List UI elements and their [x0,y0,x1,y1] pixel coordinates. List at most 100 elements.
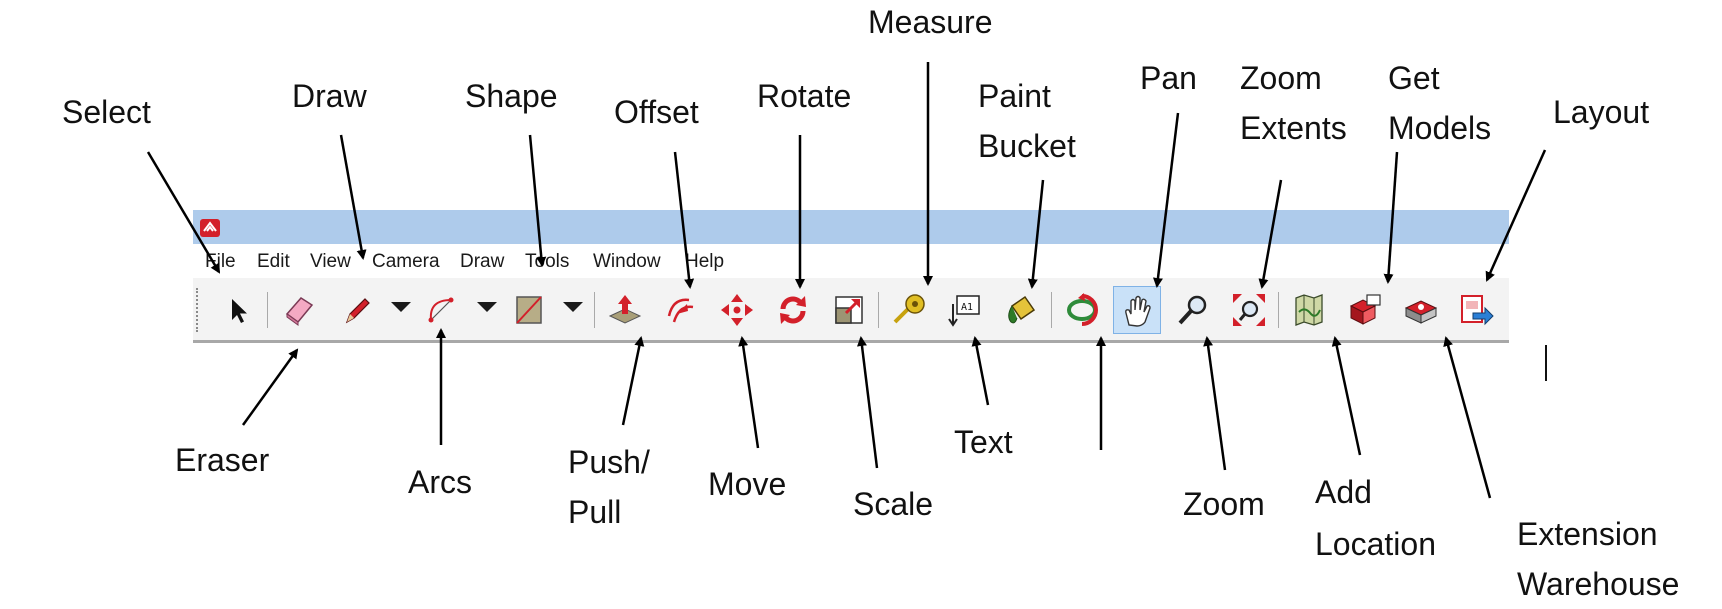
extension-warehouse-tool-button[interactable] [1397,286,1445,334]
arrow-select [146,151,221,274]
menu-window[interactable]: Window [593,251,661,272]
arrow-pan [1153,112,1180,288]
text-cursor [1545,345,1547,381]
scale-icon [835,296,863,324]
tape-measure-tool-button[interactable] [885,286,933,334]
eraser-tool-button[interactable] [275,286,323,334]
toolbar-separator [1278,292,1279,328]
menu-bar: File Edit View Camera Draw Tools Window … [193,244,1509,278]
arrow-paint-bucket [1027,179,1045,289]
layout-tool-button[interactable] [1453,286,1501,334]
move-icon [721,294,753,326]
orbit-tool-button[interactable] [1058,286,1106,334]
arrow-text [971,336,990,406]
toolbar-separator [594,292,595,328]
draw-line-tool-button[interactable] [333,286,381,334]
select-tool-button[interactable] [213,286,261,334]
zoom-tool-button[interactable] [1169,286,1217,334]
callout-paint-bucket-line1: Paint [978,78,1051,114]
callout-extension-warehouse-line2: Warehouse [1517,566,1680,602]
callout-draw: Draw [292,78,367,114]
eraser-icon [285,297,314,326]
menu-camera[interactable]: Camera [372,251,440,272]
menu-tools[interactable]: Tools [525,251,570,272]
callout-shape: Shape [465,78,558,114]
callout-scale: Scale [853,486,934,522]
push-pull-icon [608,295,642,324]
orbit-icon [1067,293,1098,326]
arrow-draw [339,134,367,260]
callout-rotate: Rotate [757,78,852,114]
layout-icon [1461,295,1494,326]
pan-tool-button[interactable] [1113,286,1161,334]
add-location-icon [1295,294,1323,326]
arc-tool-button[interactable] [419,286,467,334]
offset-tool-button[interactable] [657,286,705,334]
pan-hand-icon [1125,295,1151,327]
callout-get-models-line1: Get [1388,60,1440,96]
arrow-scale [857,336,879,469]
arrow-get-models [1383,151,1399,284]
pencil-icon [345,298,370,324]
toolbar-separator [878,292,879,328]
select-arrow-icon [232,299,247,323]
rotate-icon [780,296,806,324]
arrow-eraser [241,348,299,426]
rotate-tool-button[interactable] [769,286,817,334]
callout-add-location-line1: Add [1315,474,1372,510]
menu-help[interactable]: Help [685,251,725,272]
callout-push-pull-line1: Push/ [568,444,650,480]
add-location-tool-button[interactable] [1285,286,1333,334]
callout-layout: Layout [1553,94,1650,130]
menu-edit[interactable]: Edit [257,251,290,272]
arrow-offset [673,151,695,289]
rectangle-shape-icon [516,296,542,324]
menu-view[interactable]: View [310,251,351,272]
text-tool-button[interactable]: A1 [941,286,989,334]
callout-select: Select [62,94,151,130]
get-models-tool-button[interactable] [1341,286,1389,334]
arc-dropdown-chevron[interactable] [477,302,497,312]
callout-zoom-extents-line2: Extents [1240,110,1347,146]
tape-measure-icon [893,294,925,324]
arrow-zoom [1203,336,1227,471]
draw-dropdown-chevron[interactable] [391,302,411,312]
shape-tool-button[interactable] [505,286,553,334]
arrow-layout [1485,149,1547,282]
scale-tool-button[interactable] [825,286,873,334]
arrow-move [738,336,760,449]
arrow-shape [528,134,547,267]
shape-dropdown-chevron[interactable] [563,302,583,312]
callout-eraser: Eraser [175,442,270,478]
zoom-extents-tool-button[interactable] [1225,286,1273,334]
arc-icon [428,297,454,323]
push-pull-tool-button[interactable] [601,286,649,334]
paint-bucket-tool-button[interactable] [997,286,1045,334]
callout-move: Move [708,466,787,502]
extension-warehouse-icon [1404,300,1438,324]
menu-draw[interactable]: Draw [460,251,505,272]
arrow-extension-warehouse [1443,336,1492,499]
svg-text:A1: A1 [961,302,973,313]
callout-push-pull-line2: Pull [568,494,622,530]
toolbar-grip-handle[interactable] [196,288,201,332]
sketchup-logo-icon [200,219,220,237]
callout-add-location-line2: Location [1315,526,1436,562]
toolbar: A1 [193,278,1509,343]
callout-measure: Measure [868,4,993,40]
callout-offset: Offset [614,94,699,130]
callout-paint-bucket-line2: Bucket [978,128,1076,164]
move-tool-button[interactable] [713,286,761,334]
toolbar-separator [267,292,268,328]
text-icon: A1 [948,295,980,327]
callout-text: Text [954,424,1013,460]
sketchup-window: File Edit View Camera Draw Tools Window … [193,210,1509,344]
callout-arcs: Arcs [408,464,472,500]
arrow-add-location [1331,336,1362,456]
callout-pan: Pan [1140,60,1197,96]
callout-zoom: Zoom [1183,486,1265,522]
callout-extension-warehouse-line1: Extension [1517,516,1658,552]
title-bar [193,210,1509,244]
callout-zoom-extents-line1: Zoom [1240,60,1322,96]
